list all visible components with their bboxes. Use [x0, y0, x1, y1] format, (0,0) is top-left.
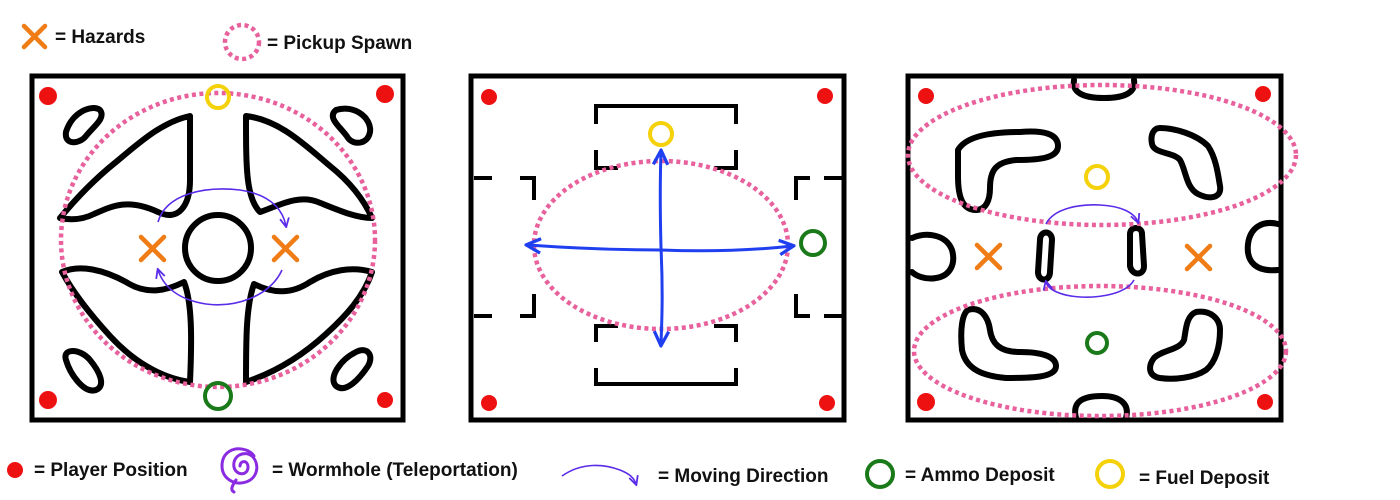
fuel-deposit-legend-icon: [1095, 459, 1125, 489]
legend-top: = Hazards = Pickup Spawn: [21, 22, 412, 62]
map-2-bracket-right-inner: [794, 176, 810, 318]
fuel-deposit-legend-label: = Fuel Deposit: [1139, 468, 1270, 489]
player-position-legend-label: = Player Position: [34, 460, 188, 481]
map-1-hazard-right: [271, 234, 300, 263]
legend-bottom: = Player Position = Wormhole (Teleportat…: [7, 447, 1270, 494]
map-3-player-tr: [1255, 86, 1271, 102]
map-2-moving-arrow-right: [660, 246, 792, 251]
hazards-legend-label: = Hazards: [55, 27, 145, 48]
map-1-wall-tr: [243, 113, 375, 221]
map-2-ammo-deposit: [799, 229, 827, 257]
map-3-bump-bottom: [1072, 393, 1130, 421]
map-3-bump-right: [1244, 220, 1281, 274]
map-1-wall-br: [243, 266, 375, 385]
map-3-wall-br: [1147, 308, 1223, 382]
map-3-fuel-deposit: [1084, 164, 1110, 190]
map-3-pickup-spawn-zone-top: [905, 82, 1299, 228]
map-1: [29, 73, 406, 423]
map-1-wall-bl: [59, 265, 195, 385]
player-position-legend-icon: [7, 462, 23, 478]
map-3: [905, 73, 1299, 423]
map-1-wall-tl: [57, 113, 193, 223]
wormhole-legend-label: = Wormhole (Teleportation): [272, 460, 518, 481]
map-2-moving-arrow-down: [661, 247, 662, 344]
map-3-hazard-right: [1184, 243, 1213, 272]
map-3-bump-left: [909, 231, 957, 282]
map-3-pickup-spawn-zone-bottom: [911, 283, 1289, 419]
map-2-bracket-bottom-inner: [594, 324, 738, 342]
pickup-spawn-legend-icon: [222, 22, 262, 62]
map-1-player-tl: [39, 87, 57, 105]
map-3-wall-bl: [958, 306, 1059, 381]
map-2: [468, 73, 847, 423]
map-1-hazard-left: [138, 234, 167, 263]
pickup-spawn-legend-label: = Pickup Spawn: [267, 33, 412, 54]
wormhole-legend-icon: [220, 447, 259, 494]
map-1-pickup-spawn-zone: [58, 90, 378, 390]
map-2-player-br: [819, 395, 835, 411]
map-1-central-ring: [182, 212, 254, 284]
map-3-moving-arrow-bottom: [1046, 280, 1135, 298]
map-3-bump-top: [1070, 77, 1138, 101]
moving-direction-legend-icon: [561, 464, 636, 484]
map-3-ammo-deposit: [1085, 331, 1109, 355]
map-2-player-bl: [481, 395, 497, 411]
map-2-border: [468, 73, 847, 423]
map-3-player-tl: [918, 88, 934, 104]
map-1-border: [29, 73, 406, 423]
ammo-deposit-legend-icon: [865, 459, 895, 489]
map-1-moving-arrow-top: [157, 188, 286, 226]
map-2-player-tr: [817, 88, 833, 104]
map-3-wall-tr: [1148, 125, 1224, 201]
map-2-bracket-left: [474, 176, 492, 318]
map-2-player-tl: [481, 89, 497, 105]
map-3-pillar-left: [1035, 229, 1055, 283]
map-2-bracket-left-inner: [520, 176, 536, 318]
map-1-player-bl: [39, 391, 57, 409]
map-2-fuel-deposit: [648, 121, 674, 147]
map-3-player-br: [1257, 394, 1273, 410]
map-2-bracket-top: [594, 104, 738, 124]
map-3-hazard-left: [974, 242, 1003, 271]
map-2-bracket-top-inner: [594, 150, 738, 170]
map-3-border: [905, 73, 1284, 423]
map-2-bracket-bottom: [594, 368, 738, 386]
map-2-bracket-right: [824, 176, 842, 318]
map-1-blob-br: [330, 347, 374, 391]
map-2-moving-arrow-up: [660, 152, 661, 249]
map-1-blob-bl: [62, 348, 105, 394]
map-1-blob-tl: [62, 105, 105, 146]
map-2-moving-arrow-left: [528, 245, 662, 250]
hazard-legend-icon: [21, 23, 48, 50]
map-3-wall-tl: [955, 128, 1061, 213]
map-1-player-tr: [376, 85, 394, 103]
map-1-moving-arrow-bottom: [158, 270, 283, 306]
moving-direction-legend-label: = Moving Direction: [658, 466, 829, 487]
map-3-moving-arrow-top: [1045, 204, 1138, 224]
map-3-player-bl: [917, 393, 935, 411]
ammo-deposit-legend-label: = Ammo Deposit: [905, 465, 1055, 486]
map-3-pillar-right: [1127, 225, 1147, 277]
map-1-fuel-deposit: [205, 84, 231, 110]
map-1-ammo-deposit: [203, 381, 233, 411]
map-1-blob-tr: [329, 105, 374, 146]
map-1-player-br: [377, 392, 393, 408]
